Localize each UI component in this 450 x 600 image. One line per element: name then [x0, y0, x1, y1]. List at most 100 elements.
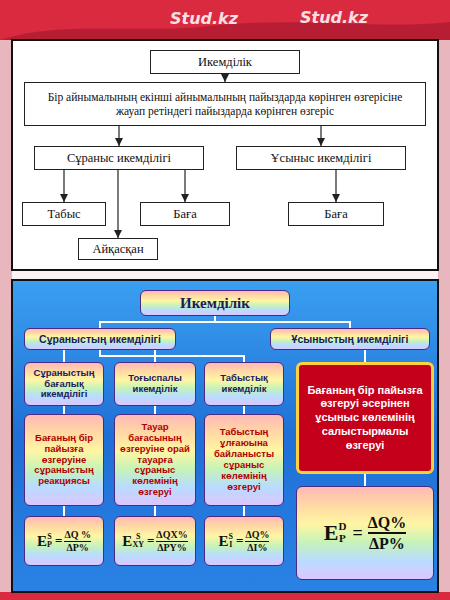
- side-strip: [0, 40, 12, 592]
- connector: [154, 406, 156, 414]
- node-text: Ұсыныс икемділігі: [271, 151, 372, 166]
- node-text: Сұраныстың бағалық икемділігі: [28, 368, 100, 401]
- formula-numerator: ΔQX%: [156, 529, 187, 542]
- connector: [117, 170, 118, 238]
- formula-fraction: ΔQ%ΔP%: [368, 513, 406, 553]
- formula-box: ESP=ΔQ %ΔP%: [24, 516, 104, 566]
- branch-box: Ұсыныстың икемділігі: [270, 328, 430, 350]
- index-stack: SXY: [132, 533, 144, 550]
- node-text: Тауар бағасының өзгеруіне орай тауарға с…: [118, 422, 192, 498]
- node-text: Икемділік: [180, 295, 250, 312]
- side-strip: [438, 40, 450, 592]
- formula-equals: =: [55, 533, 62, 549]
- connector: [118, 126, 119, 146]
- connector: [184, 170, 185, 202]
- red-band: [0, 0, 450, 40]
- node-text: Табыстың ұлғаюына байланысты сұраныс көл…: [208, 427, 280, 493]
- branch-box: Ұсыныс икемділігі: [236, 146, 406, 170]
- definition-box: Тауар бағасының өзгеруіне орай тауарға с…: [114, 414, 196, 506]
- connector: [100, 350, 244, 362]
- connector: [63, 506, 65, 516]
- formula-equals: =: [147, 533, 154, 549]
- root-box: Икемділік: [150, 50, 300, 74]
- formula-box: EDP = ΔQ%ΔP%: [296, 486, 434, 580]
- node-text: Сұраныс икемділігі: [67, 151, 171, 166]
- formula-numerator: ΔQ%: [368, 513, 406, 534]
- formula-denominator: ΔI%: [245, 542, 269, 554]
- node-text: Сұраныстың икемділігі: [39, 333, 161, 345]
- top-panel: [12, 40, 438, 270]
- formula-denominator: ΔP%: [64, 542, 91, 554]
- leaf-box: Баға: [140, 202, 230, 226]
- formula-denominator: ΔPY%: [156, 542, 187, 554]
- root-box: Икемділік: [140, 290, 290, 316]
- formula-superscript: D: [338, 521, 346, 533]
- connector: [243, 406, 245, 414]
- connector: [320, 126, 321, 146]
- formula-fraction: ΔQ%ΔI%: [245, 529, 269, 554]
- formula-numerator: ΔQ %: [64, 529, 91, 542]
- node-text: Тоғыспалы икемділік: [118, 373, 192, 395]
- node-text: Бағаның бір пайызға өзгеруіне сұраныстың…: [28, 433, 100, 488]
- definition-box: Табыстың ұлғаюына байланысты сұраныс көл…: [204, 414, 284, 506]
- node-text: Ұсыныстың икемділігі: [292, 333, 409, 345]
- formula-subscript: P: [47, 541, 52, 549]
- formula-equals: =: [352, 523, 362, 544]
- leaf-box: Айқасқан: [78, 238, 158, 260]
- connector: [63, 170, 64, 202]
- formula-symbol: E: [324, 520, 339, 546]
- formula-subscript: XY: [132, 541, 144, 549]
- formula-equals: =: [236, 533, 243, 549]
- node-text: Баға: [324, 207, 347, 222]
- index-stack: SI: [229, 533, 233, 550]
- index-stack: DP: [338, 521, 346, 544]
- type-box: Табыстық икемділік: [204, 362, 284, 406]
- index-stack: SP: [47, 533, 52, 550]
- node-text: Икемділік: [198, 55, 252, 70]
- connector: [63, 406, 65, 414]
- node-text: Айқасқан: [92, 242, 143, 257]
- formula-subscript: P: [338, 533, 346, 545]
- red-band: [0, 592, 450, 600]
- formula-symbol: E: [37, 533, 47, 550]
- connector: [224, 74, 225, 82]
- node-text: Бағаның бір пайызға өзгеруі әсерінен ұсы…: [303, 384, 427, 453]
- node-text: Табыс: [47, 207, 80, 222]
- type-box: Сұраныстың бағалық икемділігі: [24, 362, 104, 406]
- watermark: Stud.kz: [170, 9, 238, 28]
- branch-box: Сұраныс икемділігі: [34, 146, 204, 170]
- formula-fraction: ΔQ %ΔP%: [64, 529, 91, 554]
- formula-denominator: ΔP%: [368, 534, 406, 553]
- formula-box: ESI=ΔQ%ΔI%: [204, 516, 284, 566]
- formula-symbol: E: [219, 533, 229, 550]
- formula-superscript: S: [47, 533, 52, 541]
- formula-box: ESXY=ΔQX%ΔPY%: [114, 516, 196, 566]
- leaf-box: Баға: [288, 202, 384, 226]
- node-text: Баға: [173, 207, 196, 222]
- connector: [364, 350, 366, 362]
- formula-numerator: ΔQ%: [245, 529, 269, 542]
- definition-box: Бағаның бір пайызға өзгеруіне сұраныстың…: [24, 414, 104, 506]
- connector: [63, 350, 65, 362]
- connector: [243, 506, 245, 516]
- watermark: Stud.kz: [300, 8, 368, 27]
- node-text: Табыстық икемділік: [208, 373, 280, 395]
- formula-superscript: S: [229, 533, 233, 541]
- branch-box: Сұраныстың икемділігі: [24, 328, 176, 350]
- node-text: Бір айнымалының екінші айнымалының пайыз…: [33, 90, 417, 119]
- connector: [100, 316, 215, 328]
- leaf-box: Табыс: [22, 202, 106, 226]
- definition-box: Бағаның бір пайызға өзгеруі әсерінен ұсы…: [296, 362, 434, 474]
- connector: [335, 170, 336, 202]
- type-box: Тоғыспалы икемділік: [114, 362, 196, 406]
- formula-symbol: E: [122, 533, 132, 550]
- connector: [215, 316, 350, 328]
- formula-fraction: ΔQX%ΔPY%: [156, 529, 187, 554]
- bottom-panel: [12, 280, 438, 592]
- connector: [154, 506, 156, 516]
- connector: [364, 474, 366, 486]
- formula-superscript: S: [132, 533, 144, 541]
